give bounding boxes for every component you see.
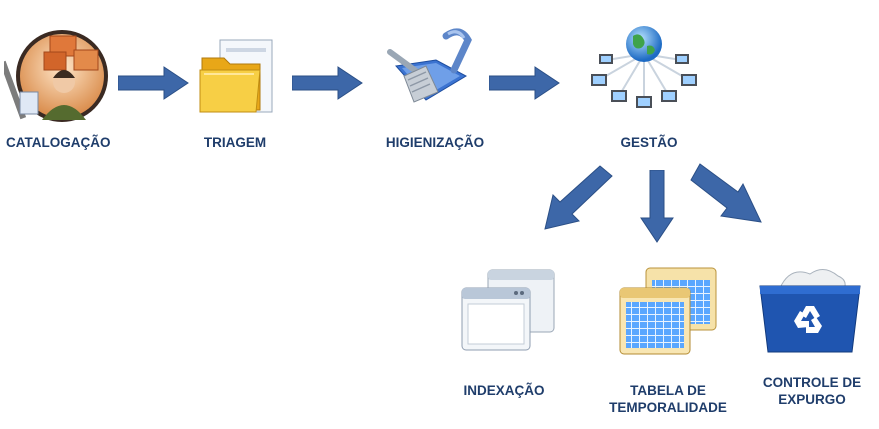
catalogacao-label: CATALOGAÇÃO — [6, 135, 111, 150]
arrow-gestao-to-indexacao — [544, 165, 613, 230]
arrow-catalogacao-to-triagem — [118, 66, 189, 100]
arrow-gestao-to-expurgo — [690, 163, 762, 223]
dustpan-brush-icon — [387, 28, 472, 103]
arrow-higienizacao-to-gestao — [489, 66, 560, 100]
tabela-label-line1: TABELA DE — [630, 383, 706, 398]
tabela-label: TABELA DE TEMPORALIDADE — [598, 382, 738, 416]
expurgo-label-line2: EXPURGO — [778, 392, 846, 407]
arrow-triagem-to-higienizacao — [292, 66, 363, 100]
arrow-gestao-to-tabela — [640, 170, 674, 243]
spreadsheet-windows-icon — [619, 267, 717, 355]
networked-computers-globe-icon — [591, 26, 697, 108]
recycle-bin-icon — [759, 269, 861, 353]
folder-icon — [199, 39, 273, 113]
gestao-label: GESTÃO — [620, 135, 678, 150]
indexacao-label: INDEXAÇÃO — [463, 383, 545, 398]
expurgo-label-line1: CONTROLE DE — [762, 375, 862, 390]
higienizacao-label: HIGIENIZAÇÃO — [385, 135, 485, 150]
triagem-label: TRIAGEM — [203, 135, 267, 150]
windows-stack-icon — [461, 269, 555, 351]
expurgo-label: CONTROLE DE EXPURGO — [752, 374, 872, 408]
tabela-label-line2: TEMPORALIDADE — [609, 400, 727, 415]
person-with-boxes-icon — [4, 30, 108, 122]
